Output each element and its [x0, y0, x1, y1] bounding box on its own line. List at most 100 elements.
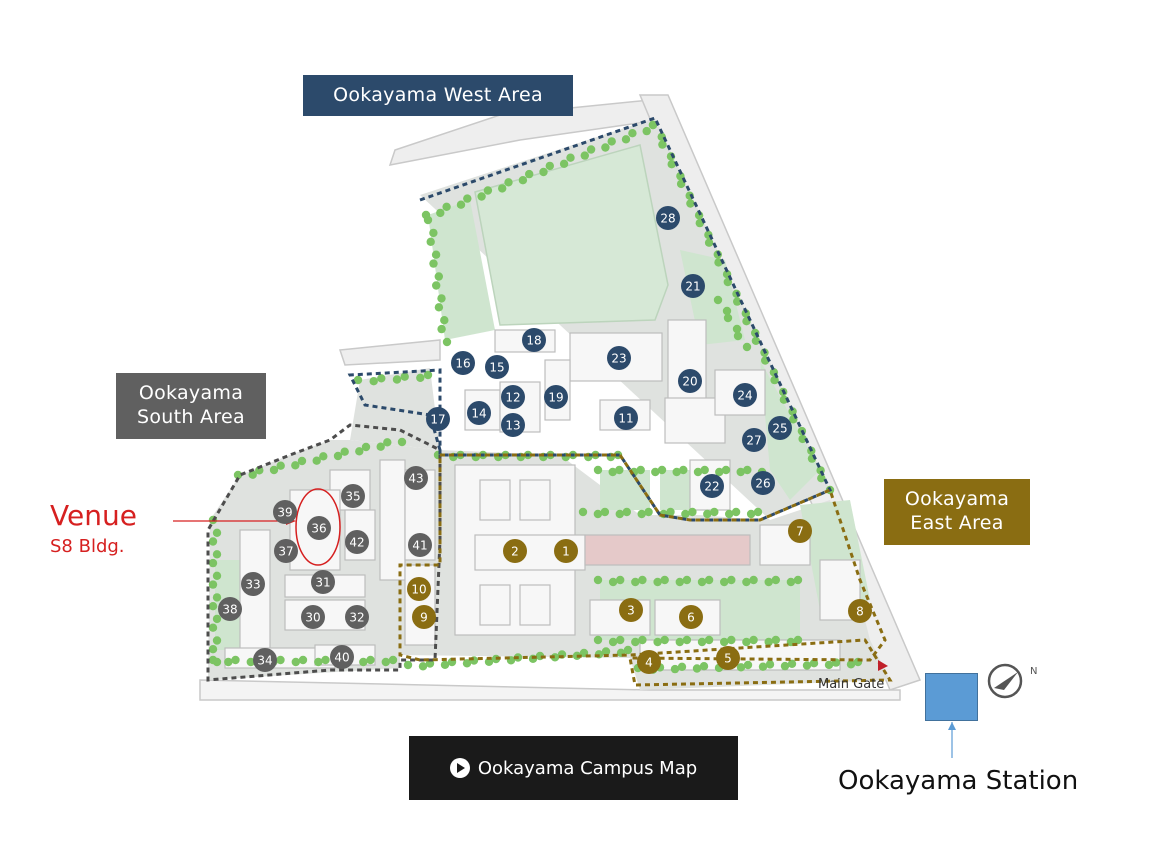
- building-marker-40[interactable]: 40: [330, 645, 354, 669]
- building-marker-circle: [311, 570, 335, 594]
- building-marker-7[interactable]: 7: [788, 519, 812, 543]
- tree-dot: [416, 373, 425, 382]
- tree-dot: [353, 375, 363, 385]
- tree-dot: [248, 470, 257, 479]
- building-marker-20[interactable]: 20: [678, 369, 702, 393]
- east-area-label[interactable]: Ookayama East Area: [884, 479, 1030, 545]
- building-marker-25[interactable]: 25: [768, 416, 792, 440]
- building-marker-circle: [467, 401, 491, 425]
- tree-dot: [383, 438, 392, 447]
- tree-dot: [615, 509, 624, 519]
- building-marker-43[interactable]: 43: [404, 466, 428, 490]
- tree-dot: [477, 192, 486, 201]
- tree-dot: [291, 461, 300, 470]
- building-marker-number: 9: [420, 611, 428, 625]
- building-marker-number: 16: [455, 357, 470, 371]
- tree-dot: [817, 474, 826, 483]
- building-marker-circle: [544, 385, 568, 409]
- building-marker-13[interactable]: 13: [501, 413, 525, 437]
- tree-dot: [802, 661, 812, 670]
- tree-dot: [377, 374, 386, 383]
- building-marker-38[interactable]: 38: [218, 597, 242, 621]
- building-marker-number: 20: [682, 375, 697, 389]
- building-marker-21[interactable]: 21: [681, 274, 705, 298]
- building-marker-36[interactable]: 36: [307, 516, 331, 540]
- tree-dot: [660, 635, 669, 645]
- building-marker-6[interactable]: 6: [679, 605, 703, 629]
- building-marker-22[interactable]: 22: [700, 474, 724, 498]
- building-marker-28[interactable]: 28: [656, 206, 680, 230]
- building-marker-19[interactable]: 19: [544, 385, 568, 409]
- campus-map-button[interactable]: Ookayama Campus Map: [409, 736, 738, 800]
- building-marker-2[interactable]: 2: [503, 539, 527, 563]
- tree-dot: [208, 580, 218, 589]
- building-marker-33[interactable]: 33: [241, 572, 265, 596]
- building-marker-34[interactable]: 34: [253, 648, 277, 672]
- building-marker-39[interactable]: 39: [273, 500, 297, 524]
- tree-dot: [312, 456, 321, 465]
- building-marker-18[interactable]: 18: [522, 328, 546, 352]
- tree-dot: [578, 507, 588, 517]
- building-marker-30[interactable]: 30: [301, 605, 325, 629]
- building-marker-circle: [307, 516, 331, 540]
- building-marker-27[interactable]: 27: [742, 428, 766, 452]
- tree-dot: [426, 237, 435, 246]
- building-marker-number: 31: [315, 576, 330, 590]
- building-marker-23[interactable]: 23: [607, 346, 631, 370]
- building-marker-35[interactable]: 35: [341, 484, 365, 508]
- building-marker-number: 40: [334, 651, 349, 665]
- building-marker-number: 3: [627, 604, 635, 618]
- building-marker-15[interactable]: 15: [485, 355, 509, 379]
- building-marker-37[interactable]: 37: [274, 539, 298, 563]
- west-area-label[interactable]: Ookayama West Area: [303, 75, 573, 116]
- building-marker-41[interactable]: 41: [408, 533, 432, 557]
- tree-dot: [697, 577, 707, 587]
- tree-dot: [462, 659, 472, 668]
- tree-dot: [566, 153, 575, 162]
- tree-dot: [601, 143, 610, 152]
- station-label: Ookayama Station: [838, 766, 1079, 796]
- building-marker-3[interactable]: 3: [619, 598, 643, 622]
- tree-dot: [432, 281, 441, 290]
- building-marker-11[interactable]: 11: [614, 406, 638, 430]
- building-marker-8[interactable]: 8: [848, 599, 872, 623]
- building-marker-42[interactable]: 42: [345, 530, 369, 554]
- tree-dot: [746, 509, 756, 519]
- building-marker-5[interactable]: 5: [716, 646, 740, 670]
- building-marker-1[interactable]: 1: [554, 539, 578, 563]
- building-marker-circle: [788, 519, 812, 543]
- building-marker-24[interactable]: 24: [733, 383, 757, 407]
- tree-dot: [593, 575, 603, 585]
- tree-dot: [682, 635, 692, 645]
- tree-dot: [545, 161, 554, 171]
- tree-dot: [672, 467, 681, 477]
- building-marker-17[interactable]: 17: [426, 407, 450, 431]
- building-marker-14[interactable]: 14: [467, 401, 491, 425]
- building-marker-31[interactable]: 31: [311, 570, 335, 594]
- tree-dot: [764, 577, 773, 587]
- building-marker-circle: [751, 471, 775, 495]
- tree-dot: [677, 662, 687, 671]
- building-marker-circle: [253, 648, 277, 672]
- tree-dot: [742, 577, 751, 587]
- tree-dot: [321, 655, 330, 665]
- tree-dot: [710, 507, 719, 517]
- building-marker-12[interactable]: 12: [501, 385, 525, 409]
- building-marker-9[interactable]: 9: [412, 605, 436, 629]
- south-area-label[interactable]: Ookayama South Area: [116, 373, 266, 439]
- building-marker-circle: [341, 484, 365, 508]
- building-marker-16[interactable]: 16: [451, 351, 475, 375]
- building-marker-number: 21: [685, 280, 700, 294]
- building-marker-10[interactable]: 10: [407, 577, 431, 601]
- tree-dot: [359, 657, 368, 667]
- tree-dot: [636, 465, 645, 475]
- sports-field: [474, 144, 669, 326]
- tree-dot: [787, 659, 797, 668]
- building-marker-26[interactable]: 26: [751, 471, 775, 495]
- building-marker-circle: [274, 539, 298, 563]
- building-marker-4[interactable]: 4: [637, 650, 661, 674]
- tree-dot: [208, 558, 218, 568]
- building-marker-number: 15: [489, 361, 504, 375]
- tree-dot: [733, 297, 742, 306]
- building-marker-32[interactable]: 32: [345, 605, 369, 629]
